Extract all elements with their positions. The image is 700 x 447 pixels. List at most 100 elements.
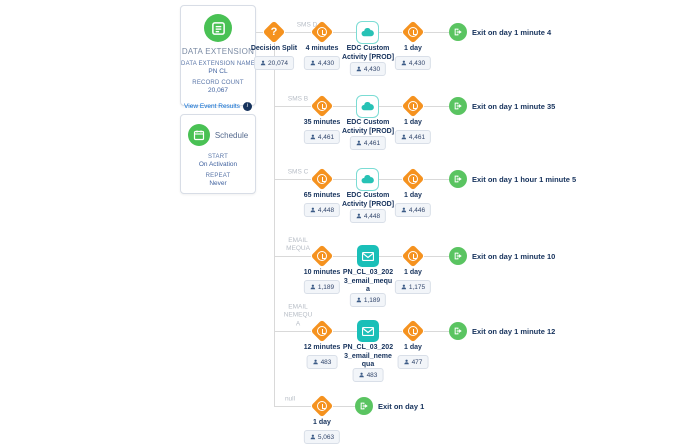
person-icon	[356, 213, 362, 219]
wait-activity-node[interactable]	[310, 20, 334, 44]
exit-node[interactable]	[449, 23, 467, 41]
connector-line	[274, 331, 311, 332]
count-badge[interactable]: 4,461	[303, 130, 341, 144]
record-count-label: RECORD COUNT	[192, 80, 244, 86]
count-badge[interactable]: 4,430	[303, 56, 341, 70]
wait-activity-node[interactable]	[310, 394, 334, 418]
clock-icon	[317, 326, 327, 336]
count-badge[interactable]: 4,448	[349, 209, 387, 223]
exit-node[interactable]	[449, 97, 467, 115]
wait-activity-node[interactable]	[401, 319, 425, 343]
record-count-value: 20,067	[208, 87, 228, 94]
custom-activity-label: EDC Custom Activity [PROD]	[341, 45, 395, 61]
connector-line	[333, 179, 358, 180]
connector-line	[333, 106, 358, 107]
count-badge[interactable]: 477	[397, 355, 429, 369]
clock-icon	[317, 251, 327, 261]
exit-node[interactable]	[355, 397, 373, 415]
email-activity-node[interactable]	[357, 320, 379, 342]
decision-split-count-badge[interactable]: 20,074	[254, 56, 294, 70]
count-badge[interactable]: 4,448	[303, 203, 341, 217]
de-name-label: DATA EXTENSION NAME	[181, 61, 255, 67]
count-badge[interactable]: 4,430	[394, 56, 432, 70]
connector-line	[378, 32, 402, 33]
exit-node[interactable]	[449, 322, 467, 340]
count-badge[interactable]: 4,430	[349, 62, 387, 76]
person-icon	[356, 140, 362, 146]
wait-activity-label: 1 day	[404, 119, 422, 126]
wait-activity-label: 35 minutes	[303, 119, 341, 126]
start-value: On Activation	[198, 161, 238, 168]
wait-activity-node[interactable]	[310, 244, 334, 268]
wait-activity-label: 1 day	[404, 45, 422, 52]
wait-activity-label: 4 minutes	[305, 45, 339, 52]
count-badge[interactable]: 483	[306, 355, 338, 369]
data-extension-icon	[204, 14, 232, 42]
branch-path-label: SMS D	[294, 21, 320, 30]
wait-activity-node[interactable]	[401, 20, 425, 44]
wait-activity-node[interactable]	[401, 244, 425, 268]
connector-line	[378, 106, 402, 107]
person-icon	[401, 60, 407, 66]
count-badge[interactable]: 483	[352, 368, 384, 382]
person-icon	[310, 284, 316, 290]
count-badge[interactable]: 4,446	[394, 203, 432, 217]
connector-line	[378, 331, 402, 332]
repeat-value: Never	[209, 180, 227, 187]
count-badge[interactable]: 4,461	[349, 136, 387, 150]
schedule-card[interactable]: Schedule START On Activation REPEAT Neve…	[180, 114, 256, 194]
exit-label: Exit on day 1	[378, 402, 425, 411]
exit-icon	[360, 402, 368, 410]
count-badge[interactable]: 1,189	[303, 280, 341, 294]
clock-icon	[408, 326, 418, 336]
custom-activity-node[interactable]	[356, 95, 379, 118]
email-activity-node[interactable]	[357, 245, 379, 267]
count-badge[interactable]: 5,063	[303, 430, 341, 444]
connector-line	[274, 406, 311, 407]
exit-icon	[454, 28, 462, 36]
person-icon	[401, 284, 407, 290]
view-event-results-link[interactable]: View Event Results	[184, 103, 240, 110]
connector-line	[378, 179, 402, 180]
clock-icon	[408, 251, 418, 261]
connector-line	[424, 32, 449, 33]
connector-line	[274, 256, 311, 257]
clock-icon	[408, 174, 418, 184]
connector-line	[333, 331, 358, 332]
person-icon	[260, 60, 266, 66]
email-activity-label: PN_CL_03_202 3_email_neme qua	[342, 344, 394, 369]
decision-split-node[interactable]: ?	[262, 20, 286, 44]
exit-icon	[454, 327, 462, 335]
wait-activity-node[interactable]	[401, 167, 425, 191]
wait-activity-label: 65 minutes	[303, 192, 341, 199]
person-icon	[356, 297, 362, 303]
email-activity-label: PN_CL_03_202 3_email_mequ a	[342, 269, 394, 294]
exit-icon	[454, 102, 462, 110]
count-badge[interactable]: 1,189	[349, 293, 387, 307]
custom-activity-node[interactable]	[356, 168, 379, 191]
count-badge[interactable]: 4,461	[394, 130, 432, 144]
exit-node[interactable]	[449, 247, 467, 265]
clock-icon	[317, 27, 327, 37]
info-icon[interactable]: i	[242, 102, 252, 111]
calendar-icon	[193, 130, 204, 141]
wait-activity-node[interactable]	[310, 94, 334, 118]
data-extension-card[interactable]: DATA EXTENSION DATA EXTENSION NAME PN CL…	[180, 5, 256, 111]
clock-icon	[408, 27, 418, 37]
schedule-title: Schedule	[214, 130, 249, 140]
count-badge[interactable]: 1,175	[394, 280, 432, 294]
repeat-label: REPEAT	[205, 173, 231, 179]
wait-activity-node[interactable]	[401, 94, 425, 118]
connector-line	[378, 256, 402, 257]
journey-spine-line	[274, 43, 275, 406]
wait-activity-node[interactable]	[310, 167, 334, 191]
custom-activity-node[interactable]	[356, 21, 379, 44]
connector-line	[333, 406, 355, 407]
wait-activity-node[interactable]	[310, 319, 334, 343]
connector-line	[333, 32, 358, 33]
exit-node[interactable]	[449, 170, 467, 188]
clock-icon	[408, 101, 418, 111]
wait-activity-label: 1 day	[404, 344, 422, 351]
person-icon	[404, 359, 409, 365]
wait-activity-label: 10 minutes	[303, 269, 341, 276]
